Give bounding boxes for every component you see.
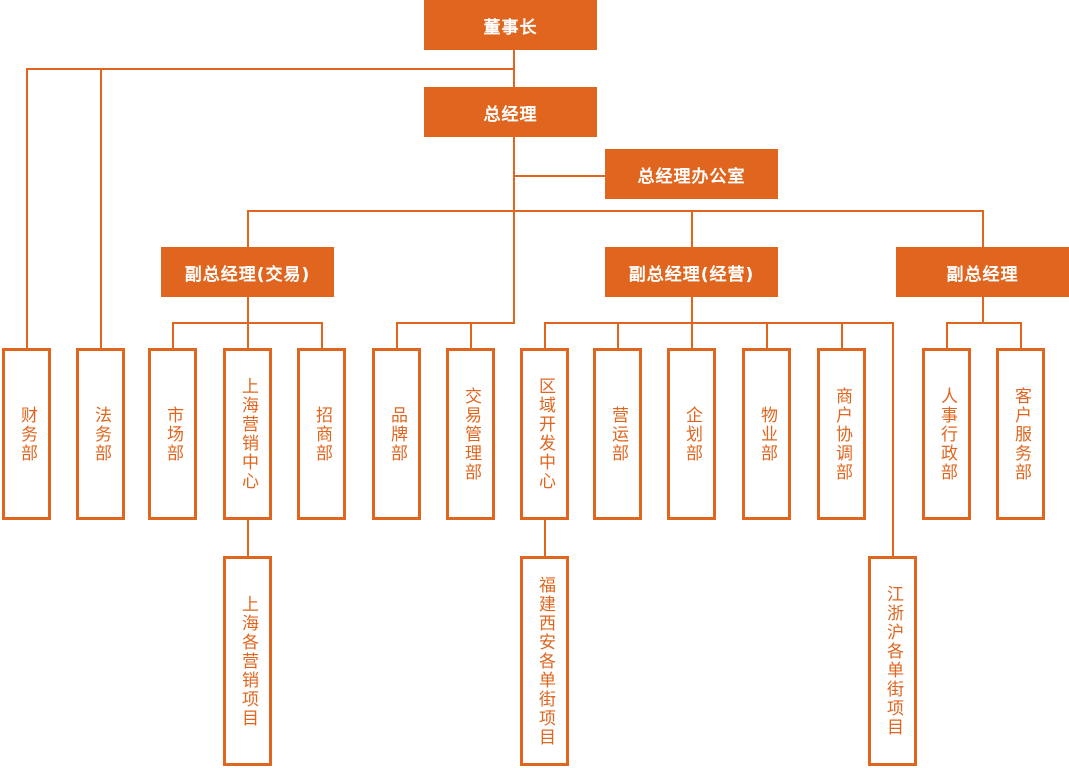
connector-line [396,322,515,324]
connector-line [172,322,174,348]
connector-line [766,322,768,348]
fujian-xian-projects-node: 福建西安各单街项目 [520,556,569,766]
regional-development-center-node: 区域开发中心 [520,348,569,520]
finance-department-node: 财务部 [2,348,51,520]
connector-line [470,322,472,348]
chairman-node: 董事长 [424,0,597,50]
customer-service-department-node: 客户服务部 [996,348,1045,520]
connector-line [544,520,546,556]
property-department-node: 物业部 [742,348,791,520]
trading-management-department-node: 交易管理部 [446,348,495,520]
investment-promotion-department-node: 招商部 [297,348,346,520]
gm-office-node: 总经理办公室 [605,149,778,199]
connector-line [396,322,398,348]
connector-line [892,322,894,556]
vp-trading-node: 副总经理(交易) [161,247,334,297]
shanghai-marketing-center-node: 上海营销中心 [223,348,272,520]
connector-line [617,322,619,348]
connector-line [544,322,546,348]
merchant-coordination-department-node: 商户协调部 [817,348,866,520]
connector-line [946,322,1022,324]
vp-operations-node: 副总经理(经营) [605,247,778,297]
connector-line [247,210,249,247]
legal-department-node: 法务部 [76,348,125,520]
general-manager-node: 总经理 [424,87,597,137]
planning-department-node: 企划部 [667,348,716,520]
operations-department-node: 营运部 [593,348,642,520]
brand-department-node: 品牌部 [372,348,421,520]
connector-line [1020,322,1022,348]
connector-line [691,210,693,247]
shanghai-projects-node: 上海各营销项目 [223,556,272,766]
hr-admin-department-node: 人事行政部 [922,348,971,520]
connector-line [247,210,984,212]
connector-line [100,68,102,348]
connector-line [26,68,28,348]
connector-line [513,137,515,323]
connector-line [513,175,605,177]
connector-line [946,322,948,348]
connector-line [321,322,323,348]
vp-node: 副总经理 [896,247,1069,297]
connector-line [841,322,843,348]
connector-line [172,322,323,324]
jiangzhehu-projects-node: 江浙沪各单街项目 [868,556,917,766]
connector-line [982,210,984,247]
connector-line [26,68,515,70]
connector-line [982,297,984,323]
connector-line [544,322,894,324]
market-department-node: 市场部 [148,348,197,520]
connector-line [247,520,249,556]
